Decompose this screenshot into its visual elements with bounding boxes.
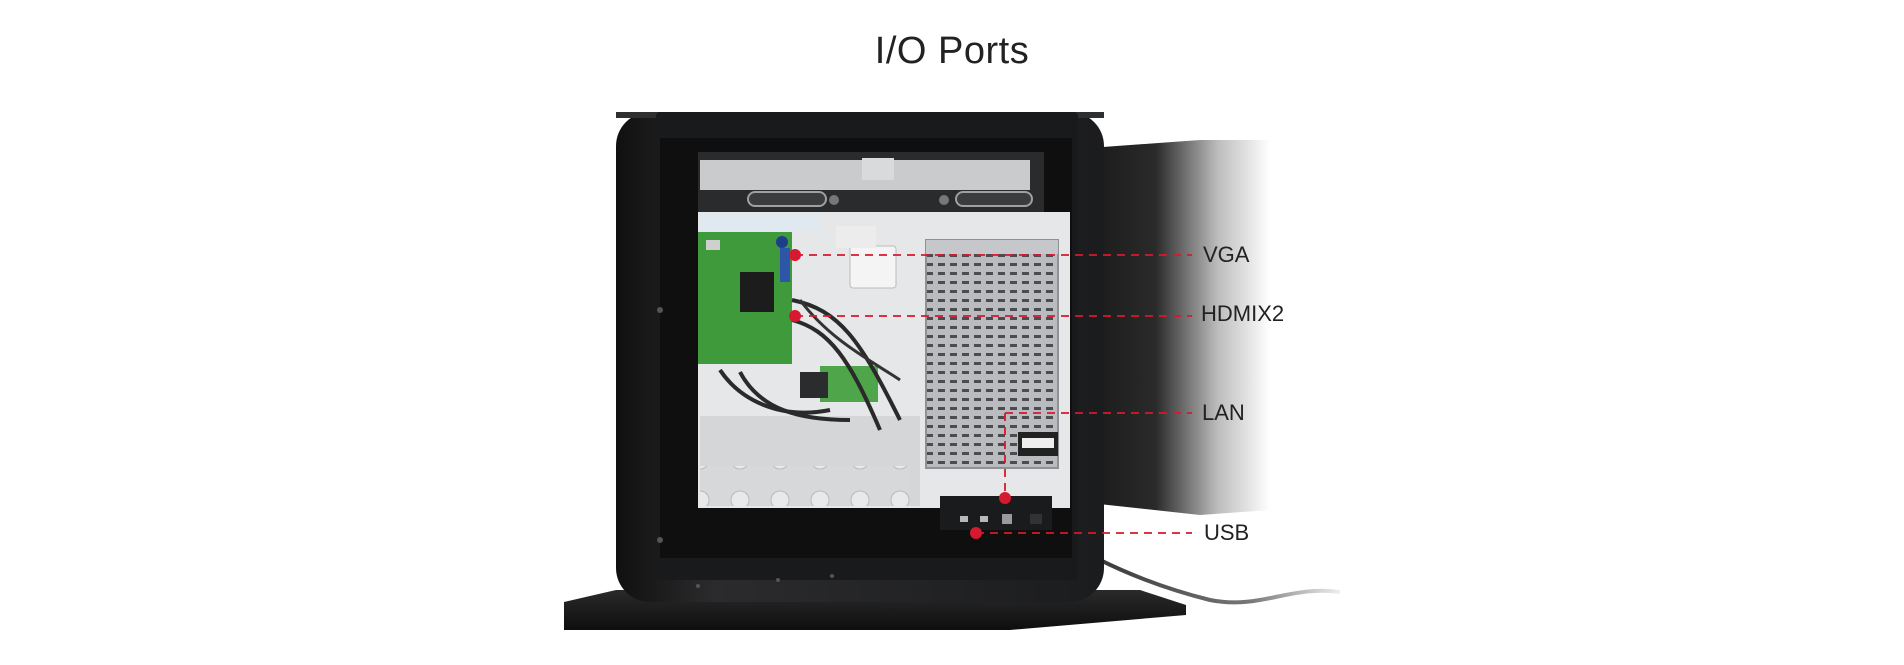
vga-marker (789, 249, 801, 261)
port-label-lan: LAN (1202, 400, 1245, 425)
hdmi-callout (789, 310, 1192, 322)
vga-callout (789, 249, 1192, 261)
usb-callout (970, 527, 1192, 539)
hdmi-marker (789, 310, 801, 322)
power-supply (925, 239, 1059, 469)
cabinet-interior (698, 152, 1070, 530)
open-door (1062, 140, 1270, 515)
port-label-vga: VGA (1203, 242, 1250, 267)
port-label-usb: USB (1204, 520, 1250, 545)
callouts (789, 249, 1192, 539)
page-title: I/O Ports (874, 30, 1030, 72)
port-label-hdmi: HDMIX2 (1201, 301, 1285, 326)
usb-marker (970, 527, 982, 539)
lan-marker (999, 492, 1011, 504)
lan-callout (999, 412, 1192, 504)
